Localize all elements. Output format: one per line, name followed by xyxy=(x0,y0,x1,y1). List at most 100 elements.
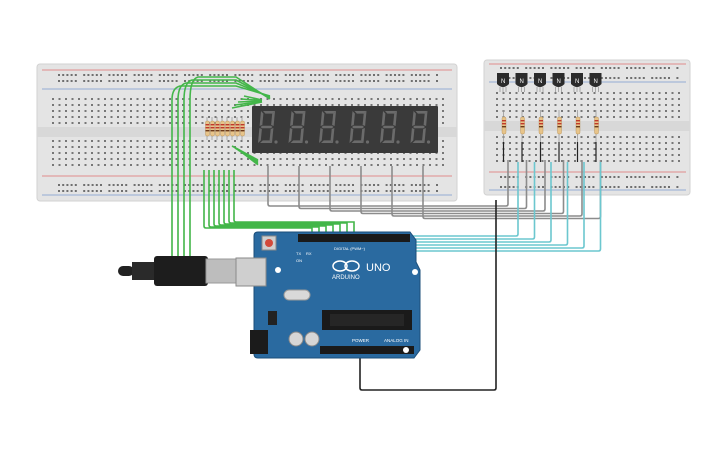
breadboard-hole xyxy=(394,80,396,82)
breadboard-hole xyxy=(442,164,444,166)
breadboard-hole xyxy=(422,104,425,106)
resistor-band xyxy=(539,120,543,122)
breadboard-hole xyxy=(658,136,661,138)
breadboard-hole xyxy=(108,190,111,192)
breadboard-hole xyxy=(619,110,622,112)
resistor-band xyxy=(557,120,562,122)
breadboard-hole xyxy=(390,158,392,160)
breadboard-hole xyxy=(226,74,228,76)
breadboard-hole xyxy=(149,164,152,166)
breadboard-hole xyxy=(149,152,152,154)
breadboard-hole xyxy=(84,146,87,148)
breadboard-hole xyxy=(352,80,354,82)
arduino-uno-board[interactable]: ARDUINO UNO POWER ANALOG IN DIGITAL (PWM… xyxy=(235,231,421,359)
breadboard-hole xyxy=(52,116,54,118)
resistor-band xyxy=(557,126,562,128)
breadboard-hole xyxy=(97,104,100,106)
breadboard-hole xyxy=(136,164,139,166)
breadboard-hole xyxy=(651,77,654,79)
breadboard-hole xyxy=(156,158,158,160)
breadboard-hole xyxy=(668,77,670,79)
breadboard-hole xyxy=(149,116,152,118)
breadboard-hole xyxy=(370,158,373,160)
breadboard-hole xyxy=(580,136,583,138)
breadboard-hole xyxy=(548,98,550,100)
breadboard-hole xyxy=(626,160,628,162)
breadboard-hole xyxy=(563,67,565,69)
display-segment xyxy=(382,125,395,129)
breadboard-hole xyxy=(516,67,519,69)
breadboard-hole xyxy=(606,154,609,156)
breadboard-hole xyxy=(116,184,119,186)
seven-segment-display[interactable] xyxy=(252,106,438,153)
breadboard-hole xyxy=(676,77,679,79)
breadboard-hole xyxy=(668,176,670,178)
breadboard-hole xyxy=(214,104,217,106)
breadboard-hole xyxy=(606,98,609,100)
breadboard-hole xyxy=(671,154,674,156)
resistor-array-right[interactable] xyxy=(501,110,599,162)
transistor-label: N xyxy=(557,79,561,85)
breadboard-hole xyxy=(58,116,61,118)
breadboard-right[interactable] xyxy=(483,59,691,196)
display-segment xyxy=(351,140,364,143)
display-segment xyxy=(385,111,397,114)
breadboard-hole xyxy=(293,190,296,192)
breadboard-hole xyxy=(626,176,628,178)
breadboard-hole xyxy=(195,140,197,142)
breadboard-hole xyxy=(110,110,113,112)
resistor-array-left[interactable] xyxy=(205,117,245,140)
breadboard-hole xyxy=(605,186,607,188)
breadboard-hole xyxy=(123,110,126,112)
breadboard-hole xyxy=(508,186,511,188)
breadboard-hole xyxy=(97,158,100,160)
resistor-band xyxy=(576,126,580,128)
resistor-band xyxy=(225,130,230,132)
breadboard-hole xyxy=(137,184,140,186)
digital-header[interactable] xyxy=(298,234,410,242)
breadboard-hole xyxy=(389,190,392,192)
breadboard-hole xyxy=(338,98,340,100)
breadboard-hole xyxy=(584,67,586,69)
breadboard-hole xyxy=(297,74,300,76)
breadboard-hole xyxy=(537,176,540,178)
breadboard-hole xyxy=(606,160,609,162)
ground-wire[interactable] xyxy=(359,200,497,391)
breadboard-hole xyxy=(123,104,126,106)
breadboard-hole xyxy=(550,77,553,79)
breadboard-hole xyxy=(201,164,204,166)
transistor-label: N xyxy=(520,79,524,85)
breadboard-hole xyxy=(567,148,570,150)
breadboard-hole xyxy=(528,104,531,106)
breadboard-hole xyxy=(221,104,223,106)
breadboard-hole xyxy=(642,67,645,69)
breadboard-hole xyxy=(289,190,291,192)
breadboard-hole xyxy=(574,136,576,138)
breadboard-hole xyxy=(91,116,93,118)
breadboard-hole xyxy=(184,74,186,76)
breadboard-hole xyxy=(415,190,417,192)
breadboard-hole xyxy=(71,158,74,160)
breadboard-hole xyxy=(188,74,191,76)
breadboard-hole xyxy=(209,80,212,82)
breadboard-hole xyxy=(671,92,674,94)
resistor xyxy=(538,110,544,162)
breadboard-hole xyxy=(78,110,80,112)
resistor-body xyxy=(210,120,215,137)
resistor-band xyxy=(210,127,215,129)
breadboard-hole xyxy=(364,184,367,186)
breadboard-hole xyxy=(500,176,502,178)
breadboard-hole xyxy=(266,98,269,100)
breadboard-hole xyxy=(221,164,223,166)
segment-wire xyxy=(177,82,271,268)
breadboard-left[interactable] xyxy=(36,63,458,202)
breadboard-hole xyxy=(299,158,301,160)
breadboard-hole xyxy=(442,152,444,154)
breadboard-hole xyxy=(600,154,602,156)
wires-cyan[interactable] xyxy=(361,162,602,252)
reset-button-cap[interactable] xyxy=(265,239,273,247)
breadboard-hole xyxy=(169,164,171,166)
power-analog-header[interactable] xyxy=(320,346,414,354)
display-segment xyxy=(391,128,396,143)
